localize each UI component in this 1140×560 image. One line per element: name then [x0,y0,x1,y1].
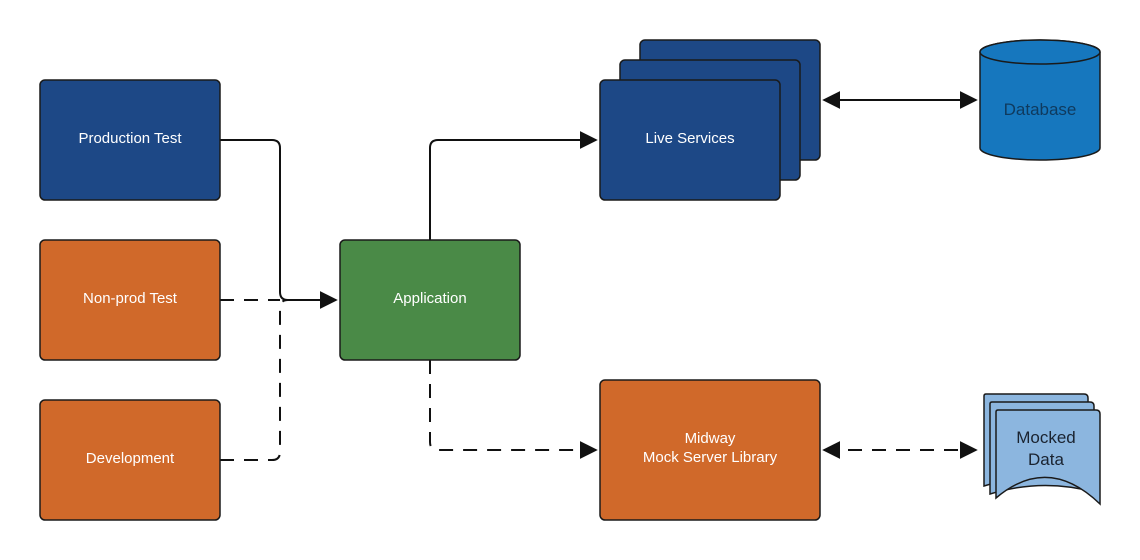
live-services-label: Live Services [645,130,734,147]
production-test-node: Production Test [39,79,221,201]
edge-development-to-application [220,299,289,461]
development-label: Development [86,450,175,467]
non-prod-test-node: Non-prod Test [39,239,221,361]
live-services-node: Live Services [599,39,821,201]
mocked-data-node: Mocked Data [983,393,1101,506]
development-node: Development [39,399,221,521]
non-prod-test-label: Non-prod Test [83,290,178,307]
live-services-stack-front [599,79,781,201]
application-node: Application [339,239,521,361]
edge-production-to-application [220,139,338,309]
application-label: Application [393,290,466,307]
production-test-label: Production Test [78,130,182,147]
midway-node: Midway Mock Server Library [599,379,821,521]
mocked-data-label-line2: Data [1028,450,1064,469]
edge-application-to-live-services [429,131,598,240]
mocked-data-label-line1: Mocked [1016,428,1076,447]
edge-application-to-midway [429,360,598,459]
database-label: Database [1004,100,1077,119]
mocked-data-doc-front [995,409,1101,506]
midway-label-line2: Mock Server Library [643,449,778,466]
midway-label-line1: Midway [685,430,736,447]
database-node: Database [979,39,1101,161]
